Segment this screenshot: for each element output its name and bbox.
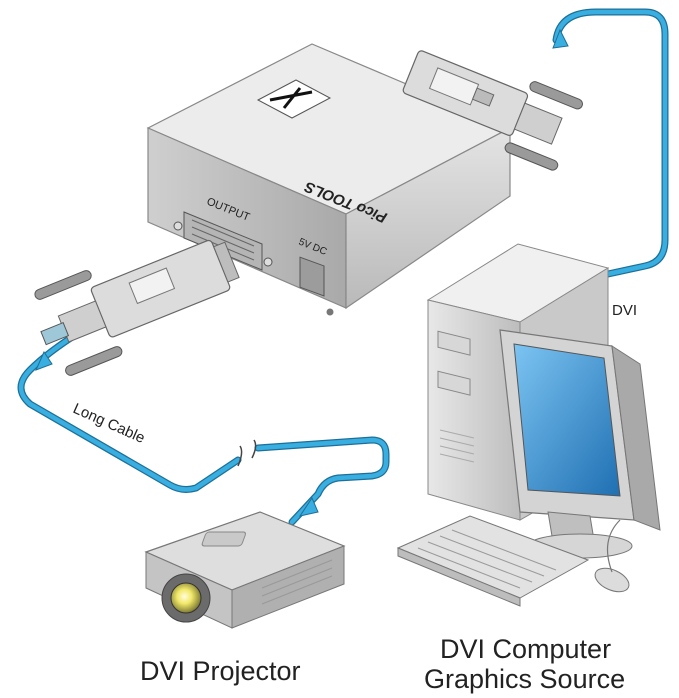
computer-title-line2: Graphics Source — [424, 664, 625, 694]
long-cable — [21, 332, 386, 522]
computer-monitor — [500, 330, 660, 558]
long-cable-label: Long Cable — [70, 400, 147, 447]
dvi-cable-label: DVI — [612, 302, 637, 319]
projector — [146, 512, 344, 628]
computer-title-line1: DVI Computer — [440, 634, 611, 664]
dvi-cable-top — [553, 12, 665, 274]
mouse — [591, 564, 632, 597]
projector-title: DVI Projector — [140, 656, 301, 686]
monitor-screen — [514, 344, 620, 496]
